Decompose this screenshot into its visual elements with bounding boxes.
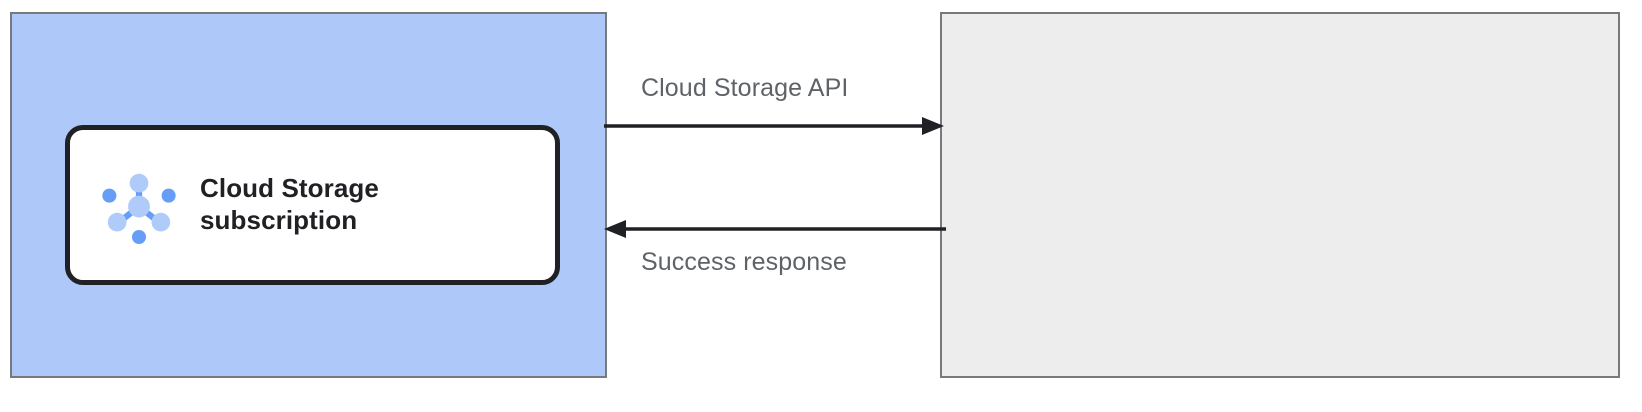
cloud-storage-api-label: Cloud Storage API (641, 74, 849, 102)
success-response-label: Success response (641, 248, 847, 276)
success-response-arrow (604, 220, 946, 238)
subscription-container: Cloud Storage subscription (10, 12, 607, 378)
bucket-container: Cloud Storage bucket (940, 12, 1620, 378)
cloud-storage-subscription-node[interactable]: Cloud Storage subscription (65, 125, 560, 285)
pubsub-subscription-icon (102, 173, 176, 244)
cloud-storage-api-arrow (604, 117, 944, 135)
subscription-node-label: Cloud Storage subscription (200, 173, 379, 235)
